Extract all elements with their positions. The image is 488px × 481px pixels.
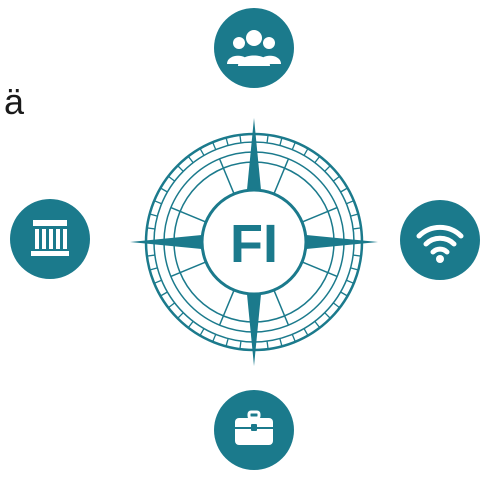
- compass-spoke: [218, 158, 235, 195]
- compass-tick: [149, 213, 158, 217]
- compass-tick: [149, 267, 158, 271]
- compass-center-label: FI: [230, 214, 278, 274]
- compass-tick: [160, 291, 168, 297]
- compass-spoke: [273, 289, 290, 326]
- compass-tick: [187, 320, 194, 329]
- compass-tick: [346, 279, 355, 284]
- compass-tick: [340, 291, 348, 297]
- compass-tick: [332, 302, 341, 309]
- compass-tick: [350, 213, 359, 217]
- compass-tick: [199, 328, 205, 336]
- compass-tick: [279, 137, 283, 146]
- compass-tick: [332, 175, 341, 182]
- partial-text: ä: [4, 81, 25, 122]
- briefcase-icon: [214, 390, 294, 470]
- wifi-icon: [400, 200, 480, 280]
- compass-tick: [212, 141, 217, 150]
- compass-tick: [314, 155, 321, 164]
- compass-inner-spokes: [170, 158, 338, 326]
- compass-tick: [177, 312, 184, 319]
- compass-tick: [160, 187, 168, 193]
- compass-tick: [324, 165, 331, 172]
- compass-tick: [266, 341, 269, 350]
- compass-tick: [167, 175, 176, 182]
- compass-tick: [353, 227, 362, 230]
- compass-tick: [239, 341, 242, 350]
- compass-tick: [225, 338, 229, 347]
- compass-tick: [146, 254, 155, 257]
- compass-outer-ticks: [146, 134, 362, 350]
- compass-tick: [177, 165, 184, 172]
- compass-tick: [303, 328, 309, 336]
- compass-tick: [279, 338, 283, 347]
- compass-tick: [353, 254, 362, 257]
- compass-tick: [324, 312, 331, 319]
- compass-tick: [225, 137, 229, 146]
- compass-tick: [167, 302, 176, 309]
- compass-tick: [266, 134, 269, 143]
- compass-tick: [291, 141, 296, 150]
- bank-icon: [10, 199, 90, 279]
- compass-tick: [239, 134, 242, 143]
- compass-tick: [314, 320, 321, 329]
- compass-tick: [291, 334, 296, 343]
- compass-tick: [187, 155, 194, 164]
- compass-spoke: [218, 289, 235, 326]
- compass-tick: [153, 279, 162, 284]
- people-icon: [214, 8, 294, 88]
- compass-tick: [146, 227, 155, 230]
- compass-tick: [346, 200, 355, 205]
- compass-spoke: [170, 206, 207, 223]
- compass-tick: [340, 187, 348, 193]
- compass-tick: [350, 267, 359, 271]
- compass-spoke: [170, 261, 207, 278]
- compass-spoke: [301, 261, 338, 278]
- compass-star: [130, 118, 378, 366]
- compass-tick: [199, 148, 205, 156]
- compass-spoke: [273, 158, 290, 195]
- compass-tick: [153, 200, 162, 205]
- compass-center-disc: [200, 188, 308, 296]
- compass-tick: [212, 334, 217, 343]
- compass-spoke: [301, 206, 338, 223]
- compass-tick: [303, 148, 309, 156]
